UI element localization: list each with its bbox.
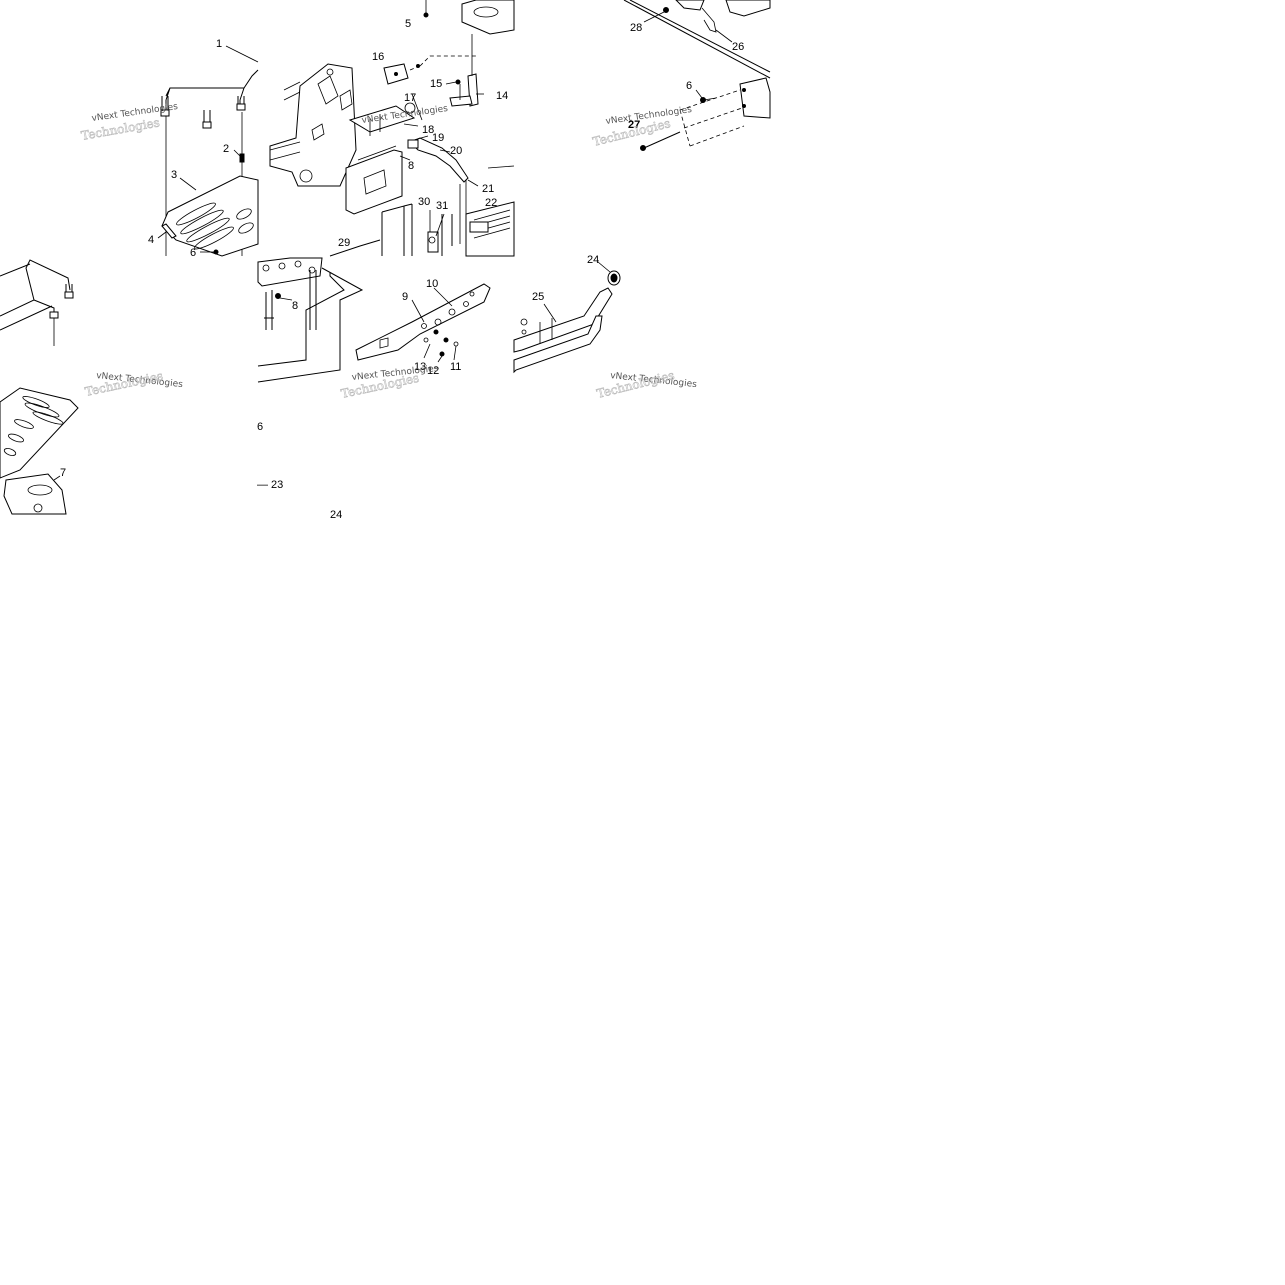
front-bumper-drawing [355,283,491,361]
callout-17: 17 [404,92,416,104]
tile-bumper-tube: 24 25 vNext Technologies Technologies [513,254,698,401]
callout-26: 26 [732,41,744,53]
callout-13: 13 [414,361,426,373]
callout-30: 30 [418,196,430,208]
callout-10: 10 [426,278,438,290]
callout-6-lower: 6 [257,421,263,433]
callout-14: 14 [496,90,508,102]
tile-side-frame: 28 26 6 27 vNext Technologies Technologi… [591,0,771,151]
callout-16: 16 [372,51,384,63]
callout-6-side: 6 [686,80,692,92]
callout-11: 11 [450,361,461,373]
callout-4: 4 [148,234,154,246]
callout-18: 18 [422,124,434,136]
callout-29: 29 [338,237,350,249]
front-rack-plate-drawing [0,387,79,479]
callout-28: 28 [630,22,642,34]
callout-24: 24 [587,254,599,266]
callout-22: 22 [485,197,497,209]
rack-plate-drawing [161,175,259,257]
callout-21: 21 [482,183,494,195]
callout-27: 27 [628,119,640,131]
callout-3: 3 [171,169,177,181]
callout-24-lower: 24 [330,509,342,521]
callout-25: 25 [532,291,544,303]
side-frame-drawing [739,77,771,119]
callout-8-frame: 8 [408,160,414,172]
callout-1: 1 [216,38,222,50]
tile-frame-hitch: 5 16 15 14 17 18 19 8 20 21 22 30 31 29 … [269,0,515,257]
tile-front-bumper: 8 9 10 11 12 13 vNext Technologies Techn… [257,257,491,521]
rear-rack-drawing [165,69,259,110]
callout-19: 19 [432,132,444,144]
callout-7: 7 [60,467,66,479]
frame-drawing [269,63,357,187]
callout-6-rear: 6 [190,247,196,259]
callout-2: 2 [223,143,229,155]
plate-22-drawing [465,201,515,257]
callout-9: 9 [402,291,408,303]
tile-rear-rack: 1 2 3 4 6 vNext Technologies Technologie… [80,38,259,259]
bumper-tube-drawing [513,287,613,353]
callout-8-bumper: 8 [292,300,298,312]
callout-5: 5 [405,18,411,30]
callout-23: — 23 [257,479,283,491]
tile-front-rack: 7 vNext Technologies Technologies [0,259,184,515]
callout-31: 31 [436,200,448,212]
callout-15: 15 [430,78,442,90]
callout-20: 20 [450,145,462,157]
callout-12: 12 [427,365,439,377]
